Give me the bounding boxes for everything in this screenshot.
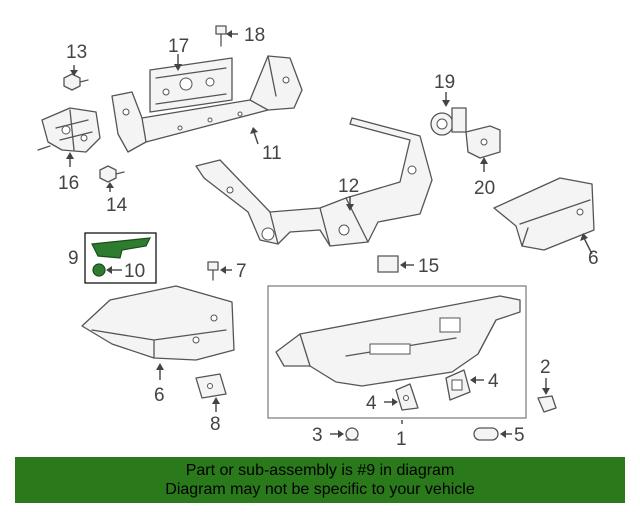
- part-10-clip[interactable]: [92, 263, 106, 277]
- part-4-bracket-a[interactable]: [395, 383, 419, 411]
- callout-6-left: 6: [154, 385, 165, 406]
- callout-13: 13: [66, 42, 87, 63]
- callout-10: 10: [124, 261, 145, 282]
- parts-diagram: 13 16 14 17 18: [37, 25, 599, 450]
- part-3-push-clip[interactable]: [345, 427, 359, 441]
- callout-15: 15: [418, 256, 439, 277]
- callout-14: 14: [106, 195, 128, 216]
- part-15-clip[interactable]: [377, 255, 399, 273]
- part-11-crossmember[interactable]: [111, 55, 303, 153]
- part-16-bracket[interactable]: [37, 107, 101, 153]
- part-14-bolt[interactable]: [99, 165, 125, 183]
- callout-8: 8: [210, 414, 221, 435]
- part-7-bolt[interactable]: [207, 261, 219, 281]
- callout-12: 12: [338, 176, 359, 197]
- part-12-hitch-frame[interactable]: [195, 117, 433, 247]
- part-4-bracket-b[interactable]: [445, 369, 471, 401]
- callout-5: 5: [514, 425, 525, 446]
- highlight-box: [84, 232, 157, 284]
- part-18-bolt[interactable]: [215, 25, 227, 47]
- callout-1: 1: [396, 429, 407, 450]
- callout-4-inner: 4: [366, 393, 377, 414]
- callout-9: 9: [68, 248, 79, 269]
- part-6-bumper-end-left[interactable]: [81, 285, 235, 361]
- callout-19: 19: [434, 72, 455, 93]
- part-17-plate[interactable]: [149, 57, 233, 113]
- part-8-bracket[interactable]: [195, 373, 227, 399]
- part-1-step-assembly[interactable]: [275, 295, 521, 387]
- part-20-sensor-bracket[interactable]: [465, 125, 501, 159]
- callout-20: 20: [474, 178, 495, 199]
- callout-18: 18: [244, 25, 265, 46]
- callout-17: 17: [168, 36, 189, 57]
- part-6-bumper-end-right[interactable]: [493, 177, 595, 251]
- part-5-cap[interactable]: [473, 427, 499, 441]
- callout-6-right: 6: [588, 248, 599, 269]
- callout-3: 3: [312, 425, 323, 446]
- assembly-box: [267, 285, 527, 419]
- banner-line-1: Part or sub-assembly is #9 in diagram: [185, 462, 455, 479]
- callout-11: 11: [262, 143, 282, 164]
- part-9-bracket[interactable]: [91, 237, 152, 259]
- callout-4-outer: 4: [488, 371, 499, 392]
- info-banner: Part or sub-assembly is #9 in diagram Di…: [15, 457, 625, 503]
- callout-16: 16: [58, 173, 79, 194]
- callout-2: 2: [540, 357, 551, 378]
- callout-7: 7: [236, 261, 247, 282]
- banner-line-2: Diagram may not be specific to your vehi…: [165, 481, 475, 498]
- part-13-bolt[interactable]: [63, 73, 89, 91]
- part-19-sensor[interactable]: [430, 107, 467, 136]
- part-2-clip[interactable]: [537, 395, 557, 413]
